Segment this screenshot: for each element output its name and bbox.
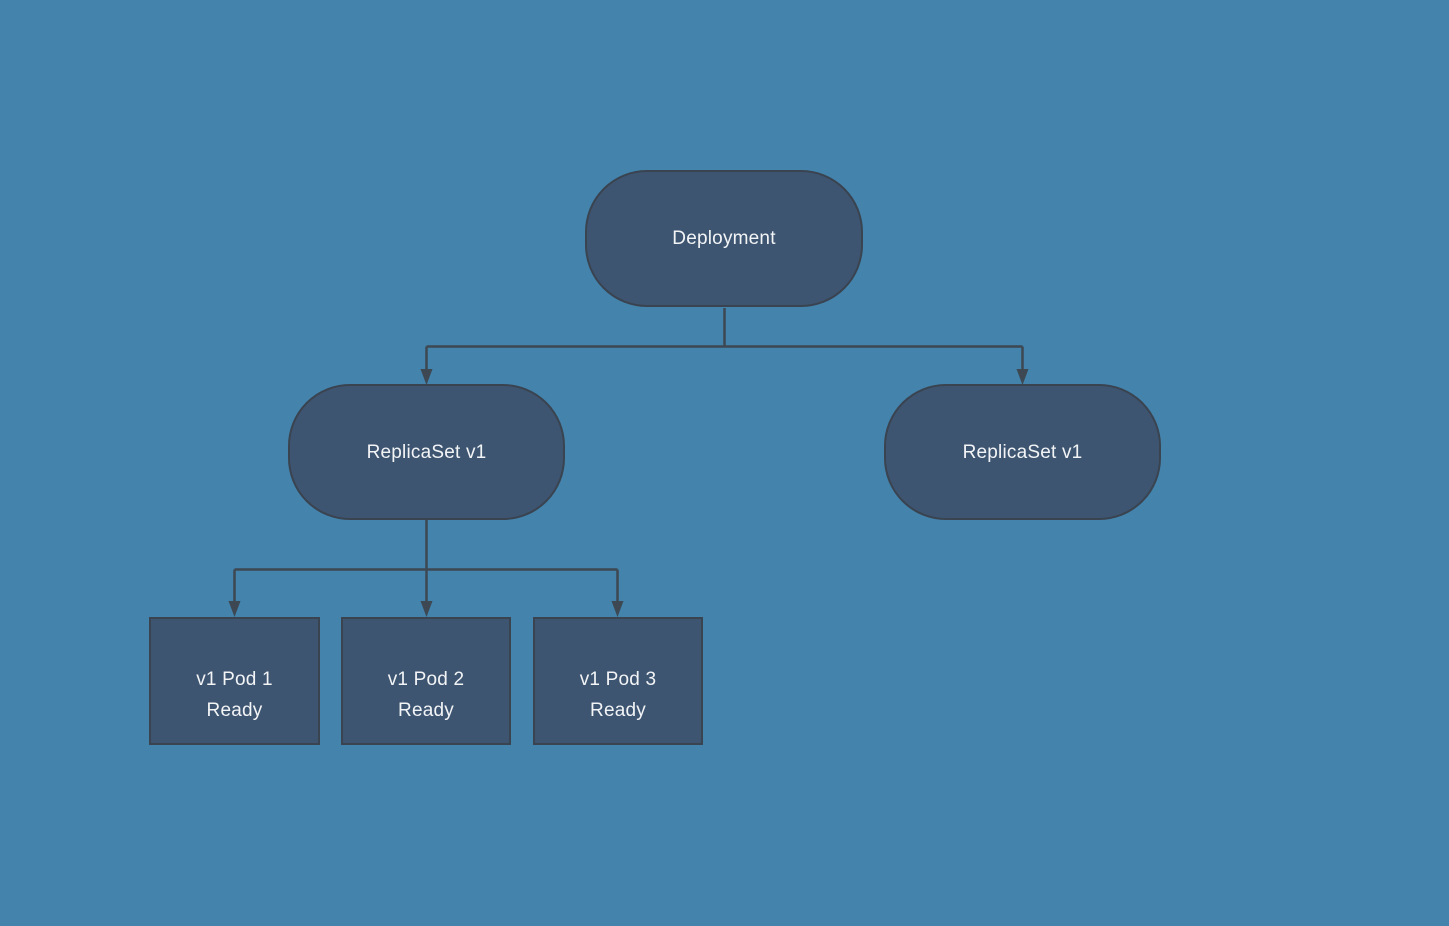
- node-pod-3: v1 Pod 3 Ready: [533, 617, 703, 745]
- connector-line: [233, 520, 619, 603]
- arrowhead-icon: [611, 601, 624, 617]
- connector-line: [425, 308, 1024, 371]
- node-deployment-label: Deployment: [672, 228, 776, 249]
- node-pod-1: v1 Pod 1 Ready: [149, 617, 320, 745]
- arrowhead-icon: [420, 369, 433, 385]
- node-replicaset-v1-left: ReplicaSet v1: [288, 384, 565, 520]
- node-replicaset-right-label: ReplicaSet v1: [962, 441, 1083, 463]
- pod-status-label: Ready: [398, 700, 454, 721]
- node-pod-1-label: v1 Pod 1 Ready: [196, 664, 273, 726]
- node-pod-3-label: v1 Pod 3 Ready: [580, 664, 657, 726]
- arrowhead-icon: [420, 601, 433, 617]
- pod-status-label: Ready: [590, 700, 646, 721]
- pod-status-label: Ready: [206, 700, 263, 721]
- arrowhead-icon: [228, 601, 241, 617]
- arrowhead-icon: [1016, 369, 1029, 385]
- node-replicaset-left-label: ReplicaSet v1: [366, 441, 487, 463]
- node-pod-2: v1 Pod 2 Ready: [341, 617, 511, 745]
- pod-name-label: v1 Pod 3: [579, 669, 657, 690]
- connector-deployment-to-replicasets: [420, 308, 1029, 385]
- node-replicaset-v1-right: ReplicaSet v1: [884, 384, 1161, 520]
- node-deployment: Deployment: [585, 170, 863, 307]
- connector-replicaset-to-pods: [228, 520, 624, 617]
- node-pod-2-label: v1 Pod 2 Ready: [388, 664, 465, 726]
- pod-name-label: v1 Pod 1: [196, 669, 273, 690]
- pod-name-label: v1 Pod 2: [387, 669, 465, 690]
